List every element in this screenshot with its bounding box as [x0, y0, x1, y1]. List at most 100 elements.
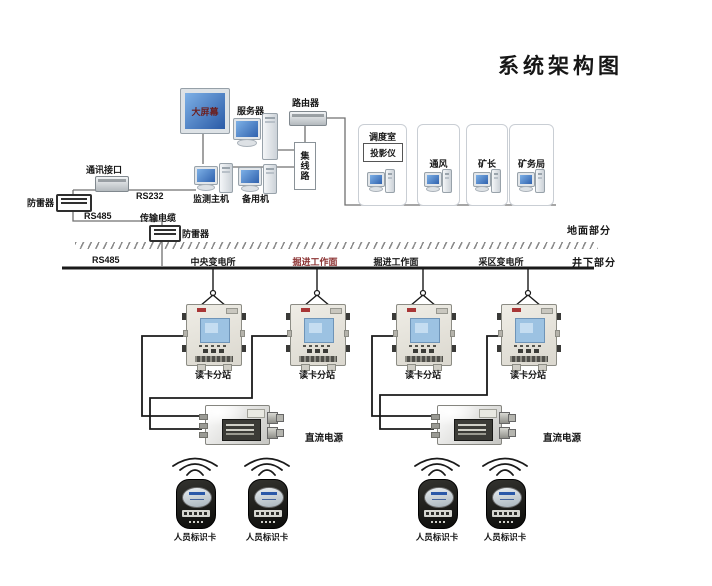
- hook-ring: [524, 289, 532, 297]
- reader-button: [526, 349, 531, 353]
- monitor-base: [241, 185, 259, 192]
- gland-tip: [508, 429, 516, 437]
- nameplate-strip: [195, 356, 233, 362]
- mount-tab: [242, 313, 246, 320]
- office-name: 通风: [429, 159, 448, 169]
- reader-drop-line: [514, 269, 542, 307]
- reader-display: [200, 318, 230, 343]
- cable-entry: [223, 364, 232, 371]
- monitor-icon: [367, 172, 385, 187]
- personnel-id-card: [248, 479, 288, 529]
- psu-label: 直流电源: [305, 433, 344, 444]
- hub-device: 集线路: [294, 142, 316, 190]
- personnel-id-card: [418, 479, 458, 529]
- office-name: 矿务局: [517, 159, 545, 169]
- office-box-ventilation: 通风: [417, 124, 460, 206]
- big-screen-label: 大屏幕: [191, 106, 219, 117]
- label-patch: [247, 409, 265, 418]
- surface-section-label: 地面部分: [567, 226, 611, 237]
- led-indicator: [512, 308, 521, 312]
- dc-power-supply: [199, 405, 284, 445]
- reader-button: [413, 349, 418, 353]
- location-label-district-substation: 采区变电所: [478, 257, 524, 267]
- monitor-base: [519, 186, 533, 192]
- monitor-icon: [424, 172, 442, 187]
- reader3-psu2-wire: [371, 335, 434, 417]
- wire-terminal: [199, 414, 208, 420]
- reader4-psu2-wire: [379, 335, 502, 430]
- card-reader-substation: [286, 304, 350, 371]
- display-glare: [309, 323, 322, 333]
- rs232-label: RS232: [136, 191, 164, 201]
- underground-lines: [62, 266, 594, 476]
- projector-box: 投影仪: [363, 143, 403, 162]
- monitor-icon: [517, 172, 535, 187]
- side-nub: [344, 330, 349, 337]
- reader-button: [203, 349, 208, 353]
- display-glare: [520, 323, 533, 333]
- card-display: [492, 487, 522, 508]
- reader-button: [211, 349, 216, 353]
- card-reader-substation: [182, 304, 246, 371]
- mount-tab: [182, 345, 186, 352]
- comm-interface-device: [95, 176, 129, 192]
- mount-tab: [286, 313, 290, 320]
- side-nub: [555, 330, 560, 337]
- wifi-arcs-icon: [414, 457, 460, 476]
- psu-label: 直流电源: [543, 433, 582, 444]
- underground-section-label: 井下部分: [572, 258, 616, 269]
- reader-label: 读卡分站: [509, 370, 546, 380]
- monitor-base: [475, 186, 489, 192]
- wire-terminal: [199, 432, 208, 438]
- reader-drop-line: [303, 269, 331, 307]
- nameplate-strip: [405, 356, 443, 362]
- mount-tab: [452, 313, 456, 320]
- corner-tag: [541, 308, 553, 314]
- reader1-psu1-wire: [141, 335, 202, 417]
- reader-display: [410, 318, 440, 343]
- reader-button: [323, 349, 328, 353]
- hub-label: 集线路: [299, 151, 310, 181]
- monitor-base: [237, 139, 257, 147]
- reader-button: [518, 349, 523, 353]
- rs485-underground-label: RS485: [92, 255, 120, 265]
- card-reader-substation: [497, 304, 561, 371]
- transmission-cable-label: 传输电缆: [140, 213, 177, 223]
- cable-entry: [538, 364, 547, 371]
- reader-button: [534, 349, 539, 353]
- router-label: 路由器: [292, 98, 320, 108]
- monitor-icon: [194, 166, 218, 185]
- led-indicator: [407, 308, 416, 312]
- tiny-text-row: [514, 345, 544, 347]
- office-name: 调度室: [368, 132, 396, 142]
- location-label-heading-face-2: 掘进工作面: [373, 257, 419, 267]
- mount-tab: [392, 313, 396, 320]
- nameplate-strip: [299, 356, 337, 362]
- reader-button: [421, 349, 426, 353]
- psu-panel: [222, 419, 261, 441]
- monitor-icon: [233, 118, 261, 140]
- card-label-strip: [424, 510, 452, 517]
- reader-drop-line: [409, 269, 437, 307]
- hook-ring: [313, 289, 321, 297]
- card-display: [424, 487, 454, 508]
- personnel-id-card: [486, 479, 526, 529]
- router-device: [289, 111, 327, 126]
- mount-tab: [392, 345, 396, 352]
- tiny-text-row: [303, 345, 333, 347]
- card-bottom-text: [499, 521, 513, 523]
- card-label-strip: [254, 510, 282, 517]
- side-nub: [287, 330, 292, 337]
- hook-ring: [209, 289, 217, 297]
- side-nub: [450, 330, 455, 337]
- wire-terminal: [431, 414, 440, 420]
- led-indicator: [301, 308, 310, 312]
- location-label-central-substation: 中央变电所: [190, 257, 236, 267]
- arrester-mid-label: 防雷器: [182, 229, 210, 239]
- office-name: 矿长: [477, 159, 496, 169]
- side-nub: [498, 330, 503, 337]
- big-screen-monitor: 大屏幕: [180, 88, 230, 134]
- tower-icon: [442, 169, 452, 193]
- reader-label: 读卡分站: [194, 370, 231, 380]
